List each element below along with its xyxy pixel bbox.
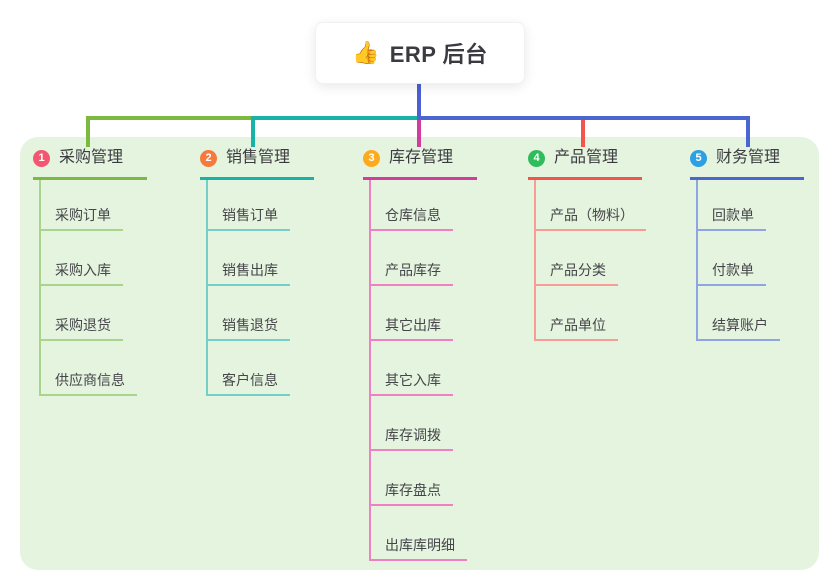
drop-connector-finance [746,116,750,147]
branch-1: 1 采购管理 采购订单采购入库采购退货供应商信息 [33,148,147,396]
child-node[interactable]: 客户信息 [208,341,290,396]
drop-connector-sales [251,116,255,147]
child-node[interactable]: 产品（物料） [536,180,646,231]
branch-title-label: 财务管理 [716,149,781,166]
root-node-label: ERP 后台 [389,42,488,67]
branch-title-label: 库存管理 [389,149,454,166]
child-node[interactable]: 回款单 [698,180,766,231]
branch-2: 2 销售管理 销售订单销售出库销售退货客户信息 [200,148,314,396]
branch-children: 产品（物料）产品分类产品单位 [534,180,646,341]
child-node[interactable]: 销售退货 [208,286,290,341]
child-node[interactable]: 产品单位 [536,286,618,341]
child-node[interactable]: 其它出库 [371,286,453,341]
child-node[interactable]: 采购订单 [41,180,123,231]
branch-number-badge: 2 [200,149,217,167]
branch-title-node[interactable]: 4 产品管理 [528,148,642,180]
child-node[interactable]: 仓库信息 [371,180,453,231]
root-stem-connector [417,82,421,118]
thumbs-up-icon: 👍 [352,40,380,65]
drop-connector-inventory [417,120,421,147]
child-node[interactable]: 销售出库 [208,231,290,286]
drop-connector-product [581,120,585,147]
branch-number-badge: 5 [690,149,707,167]
child-node[interactable]: 产品分类 [536,231,618,286]
branch-4: 4 产品管理 产品（物料）产品分类产品单位 [528,148,646,341]
child-node[interactable]: 采购退货 [41,286,123,341]
branches-panel [20,137,819,570]
child-node[interactable]: 付款单 [698,231,766,286]
bus-connector-finance [417,116,750,120]
branch-title-label: 采购管理 [59,149,124,166]
branch-children: 采购订单采购入库采购退货供应商信息 [39,180,147,396]
child-node[interactable]: 结算账户 [698,286,780,341]
child-node[interactable]: 出库库明细 [371,506,467,561]
child-node[interactable]: 供应商信息 [41,341,137,396]
child-node[interactable]: 采购入库 [41,231,123,286]
branch-children: 销售订单销售出库销售退货客户信息 [206,180,314,396]
child-node[interactable]: 销售订单 [208,180,290,231]
bus-connector-sales [253,116,419,120]
branch-3: 3 库存管理 仓库信息产品库存其它出库其它入库库存调拨库存盘点出库库明细 [363,148,477,561]
branch-title-label: 销售管理 [226,149,291,166]
branch-children: 回款单付款单结算账户 [696,180,804,341]
branch-number-badge: 1 [33,149,50,167]
bus-connector-purchase [86,116,255,120]
child-node[interactable]: 库存调拨 [371,396,453,451]
branch-title-node[interactable]: 2 销售管理 [200,148,314,180]
branch-title-label: 产品管理 [554,149,619,166]
child-node[interactable]: 其它入库 [371,341,453,396]
branch-number-badge: 4 [528,149,545,167]
branch-title-node[interactable]: 5 财务管理 [690,148,804,180]
branch-title-node[interactable]: 1 采购管理 [33,148,147,180]
branch-number-badge: 3 [363,149,380,167]
child-node[interactable]: 产品库存 [371,231,453,286]
drop-connector-purchase [86,116,90,147]
root-node[interactable]: 👍 ERP 后台 [315,22,525,84]
branch-5: 5 财务管理 回款单付款单结算账户 [690,148,804,341]
branch-title-node[interactable]: 3 库存管理 [363,148,477,180]
child-node[interactable]: 库存盘点 [371,451,453,506]
branch-children: 仓库信息产品库存其它出库其它入库库存调拨库存盘点出库库明细 [369,180,477,561]
